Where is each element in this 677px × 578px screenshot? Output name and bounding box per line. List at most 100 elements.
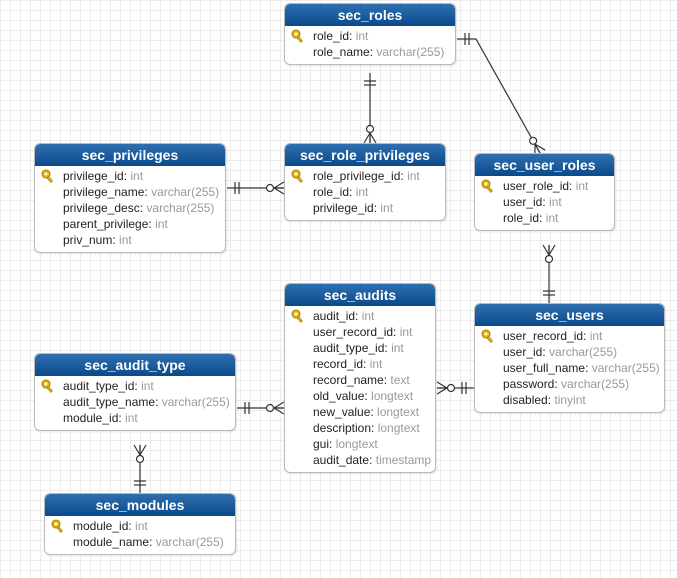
- field-name: module_id: [73, 519, 129, 533]
- field-separator: :: [547, 393, 555, 407]
- key-icon: [291, 169, 305, 183]
- zero-circle: [265, 403, 275, 413]
- field-separator: :: [370, 405, 378, 419]
- field-name: privilege_id: [313, 201, 374, 215]
- primary-key-field: privilege_id: int: [35, 168, 225, 184]
- field-type: tinyint: [554, 393, 586, 407]
- field-name: new_value: [313, 405, 371, 419]
- field-type: longtext: [335, 437, 378, 451]
- key-icon: [481, 329, 495, 343]
- field-separator: :: [542, 345, 550, 359]
- field-name: password: [503, 377, 555, 391]
- field-type: int: [391, 341, 404, 355]
- field-type: int: [125, 411, 138, 425]
- field-row: module_id: int: [35, 410, 235, 426]
- relationship-sec-users-to-sec-audits: [436, 381, 474, 395]
- field-type: int: [135, 519, 148, 533]
- primary-key-field: role_id: int: [285, 28, 455, 44]
- field-name: privilege_name: [63, 185, 145, 199]
- field-type: int: [575, 179, 589, 193]
- field-type: int: [355, 29, 369, 43]
- primary-key-field: module_id: int: [45, 518, 235, 534]
- field-type: longtext: [377, 421, 420, 435]
- field-row: role_id: int: [475, 210, 614, 226]
- field-row: audit_type_name: varchar(255): [35, 394, 235, 410]
- field-separator: :: [112, 233, 120, 247]
- field-type: varchar(255): [161, 395, 230, 409]
- field-type: int: [119, 233, 132, 247]
- zero-circle: [365, 124, 375, 134]
- crowfoot-prong: [534, 143, 541, 154]
- field-type: int: [361, 309, 375, 323]
- field-separator: :: [118, 411, 126, 425]
- crowfoot-prong: [273, 187, 285, 195]
- relationship-sec-users-to-sec-user-roles: [542, 244, 556, 303]
- primary-key-field: audit_type_id: int: [35, 378, 235, 394]
- entity-title: sec_roles: [285, 4, 455, 26]
- field-type: varchar(255): [146, 201, 215, 215]
- field-name: role_privilege_id: [313, 169, 401, 183]
- crowfoot-prong: [436, 387, 448, 395]
- relationship-sec-roles-to-sec-role-privileges: [363, 73, 377, 144]
- field-separator: :: [373, 201, 381, 215]
- entity-title: sec_audit_type: [35, 354, 235, 376]
- field-row: user_id: int: [475, 194, 614, 210]
- field-separator: :: [349, 29, 356, 43]
- field-separator: :: [144, 185, 152, 199]
- crowfoot-prong: [139, 444, 147, 456]
- field-name: description: [313, 421, 372, 435]
- field-name: user_full_name: [503, 361, 586, 375]
- field-row: user_id: varchar(255): [475, 344, 664, 360]
- relationship-sec-modules-to-sec-audit-type: [133, 444, 147, 493]
- field-separator: :: [329, 437, 336, 451]
- crowfoot-prong: [548, 244, 556, 256]
- key-icon: [51, 519, 65, 533]
- field-name: user_id: [503, 345, 543, 359]
- field-name: module_id: [63, 411, 119, 425]
- zero-circle: [529, 136, 538, 145]
- primary-key-field: user_role_id: int: [475, 178, 614, 194]
- primary-key-field: audit_id: int: [285, 308, 435, 324]
- field-type: varchar(255): [376, 45, 445, 59]
- zero-circle: [135, 454, 145, 464]
- crowfoot-prong: [363, 132, 371, 144]
- field-type: int: [355, 185, 369, 199]
- field-row: module_name: varchar(255): [45, 534, 235, 550]
- zero-circle: [265, 183, 275, 193]
- crowfoot-prong: [369, 132, 377, 144]
- field-separator: :: [349, 185, 356, 199]
- key-icon: [41, 169, 55, 183]
- field-name: privilege_desc: [63, 201, 140, 215]
- key-icon: [481, 179, 495, 193]
- entity-title: sec_modules: [45, 494, 235, 516]
- zero-circle: [544, 254, 554, 264]
- entity-title: sec_audits: [285, 284, 435, 306]
- field-separator: :: [554, 377, 562, 391]
- relationship-line: [457, 38, 541, 154]
- field-separator: :: [393, 325, 400, 339]
- crowfoot-prong: [273, 407, 285, 415]
- field-name: user_record_id: [503, 329, 584, 343]
- field-type: int: [130, 169, 144, 183]
- field-row: privilege_name: varchar(255): [35, 184, 225, 200]
- field-name: audit_date: [313, 453, 370, 467]
- field-name: role_id: [503, 211, 540, 225]
- field-row: password: varchar(255): [475, 376, 664, 392]
- field-name: user_role_id: [503, 179, 570, 193]
- relationship-sec-privileges-to-sec-role-privileges: [227, 181, 285, 195]
- field-name: audit_type_id: [63, 379, 135, 393]
- field-separator: :: [369, 45, 377, 59]
